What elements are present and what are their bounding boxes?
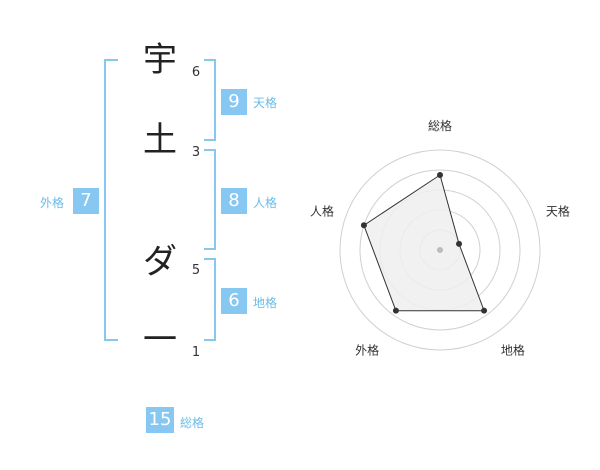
radar-axis-label-1: 総格 bbox=[428, 118, 452, 133]
radar-axis-label-2: 天格 bbox=[546, 204, 570, 219]
jin-value: 8 bbox=[221, 188, 247, 214]
jin-bracket bbox=[204, 149, 216, 250]
ten-value: 9 bbox=[221, 89, 247, 115]
radar-center bbox=[437, 247, 443, 253]
radar-area bbox=[363, 174, 485, 312]
radar-point-2 bbox=[456, 240, 463, 247]
radar-axis-label-4: 外格 bbox=[355, 342, 379, 357]
radar-point-4 bbox=[392, 307, 399, 314]
radar-ring-4 bbox=[359, 169, 521, 331]
gai-label: 外格 bbox=[40, 196, 65, 210]
ten-bracket bbox=[204, 59, 216, 141]
chi-bracket bbox=[204, 258, 216, 341]
radar-axis-label-5: 人格 bbox=[310, 204, 334, 219]
radar-point-1 bbox=[437, 172, 443, 178]
gai-value: 7 bbox=[73, 188, 99, 214]
name-char-3: ダ bbox=[143, 242, 177, 282]
stroke-count-3: 5 bbox=[191, 263, 201, 278]
radar-point-3 bbox=[481, 307, 488, 314]
ten-label: 天格 bbox=[253, 96, 278, 110]
gai-bracket bbox=[104, 59, 118, 341]
name-char-1: 宇 bbox=[143, 40, 177, 80]
stroke-count-2: 3 bbox=[191, 145, 201, 160]
name-char-2: 土 bbox=[143, 120, 177, 160]
radar-ring-5 bbox=[339, 149, 541, 351]
chi-label: 地格 bbox=[253, 296, 278, 310]
sou-value: 15 bbox=[146, 407, 174, 433]
stroke-count-4: 1 bbox=[191, 345, 201, 360]
chi-value: 6 bbox=[221, 288, 247, 314]
radar-axis-label-3: 地格 bbox=[501, 342, 525, 357]
stroke-count-1: 6 bbox=[191, 65, 201, 80]
sou-label: 総格 bbox=[180, 416, 205, 430]
radar-point-5 bbox=[360, 222, 367, 229]
name-char-4: 一 bbox=[143, 320, 177, 360]
jin-label: 人格 bbox=[253, 196, 278, 210]
